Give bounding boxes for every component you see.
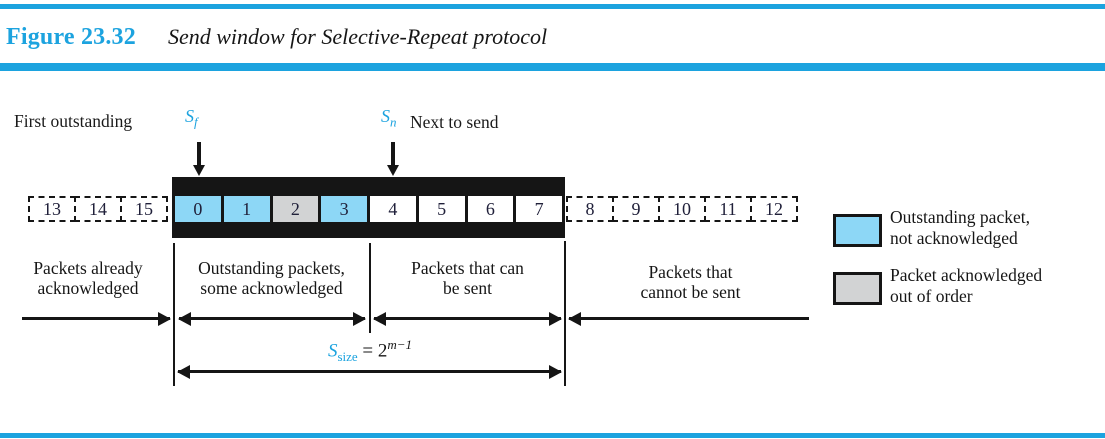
sequence-cell-window: 6	[467, 196, 514, 222]
sn-label: Sn	[381, 106, 397, 130]
sequence-cell-window: 7	[516, 196, 562, 222]
sequence-cell-outside: 12	[750, 196, 798, 222]
sf-label: Sf	[185, 106, 198, 130]
sequence-outside-right: 8 9 10 11 12	[566, 196, 798, 222]
region-label-already-acknowledged: Packets already acknowledged	[33, 258, 143, 298]
sf-pointer-arrow-icon	[197, 142, 201, 166]
sequence-cell-outside: 9	[612, 196, 660, 222]
separator-window-left	[173, 243, 175, 386]
legend-swatch-acked-out-of-order	[833, 272, 882, 305]
window-size-formula: Ssize = 2m−1	[327, 337, 413, 365]
sequence-cell-window: 4	[370, 196, 416, 222]
sequence-cell-outside: 10	[658, 196, 706, 222]
arrow-window-size-span-icon	[178, 370, 561, 373]
header-rule	[0, 63, 1105, 71]
sequence-cell-window: 5	[418, 196, 465, 222]
arrow-outstanding-range-icon	[179, 317, 365, 320]
sn-pointer-arrow-icon	[391, 142, 395, 166]
arrow-can-send-range-icon	[374, 317, 561, 320]
sequence-cell-window: 0	[175, 196, 221, 222]
first-outstanding-label: First outstanding	[14, 111, 133, 131]
sequence-cell-window: 2	[272, 196, 319, 222]
top-rule	[0, 4, 1105, 9]
legend-label-outstanding: Outstanding packet, not acknowledged	[890, 207, 1030, 248]
arrow-cannot-send-icon	[569, 317, 809, 320]
separator-window-right	[564, 241, 566, 386]
separator-sn	[369, 243, 371, 333]
legend-label-acked-out-of-order: Packet acknowledged out of order	[890, 265, 1043, 306]
sequence-cell-window: 1	[223, 196, 270, 222]
sequence-cell-outside: 11	[704, 196, 752, 222]
figure-caption: Send window for Selective-Repeat protoco…	[167, 24, 548, 49]
send-window: 0 1 2 3 4 5 6 7	[172, 177, 565, 238]
sequence-outside-left: 13 14 15	[28, 196, 168, 222]
region-label-outstanding: Outstanding packets, some acknowledged	[198, 258, 345, 298]
sequence-cell-window: 3	[321, 196, 367, 222]
arrow-already-acknowledged-icon	[22, 317, 170, 320]
sequence-cell-outside: 13	[28, 196, 76, 222]
sequence-cell-outside: 8	[566, 196, 614, 222]
bottom-rule	[0, 433, 1105, 438]
sequence-cell-outside: 15	[120, 196, 168, 222]
region-label-cannot-send: Packets that cannot be sent	[640, 262, 741, 302]
next-to-send-label: Next to send	[410, 112, 499, 132]
sequence-cell-outside: 14	[74, 196, 122, 222]
figure-header: Figure 23.32 Send window for Selective-R…	[6, 24, 547, 51]
legend-swatch-outstanding	[833, 214, 882, 247]
region-label-can-send: Packets that can be sent	[411, 258, 524, 298]
figure-number-label: Figure 23.32	[6, 24, 136, 50]
